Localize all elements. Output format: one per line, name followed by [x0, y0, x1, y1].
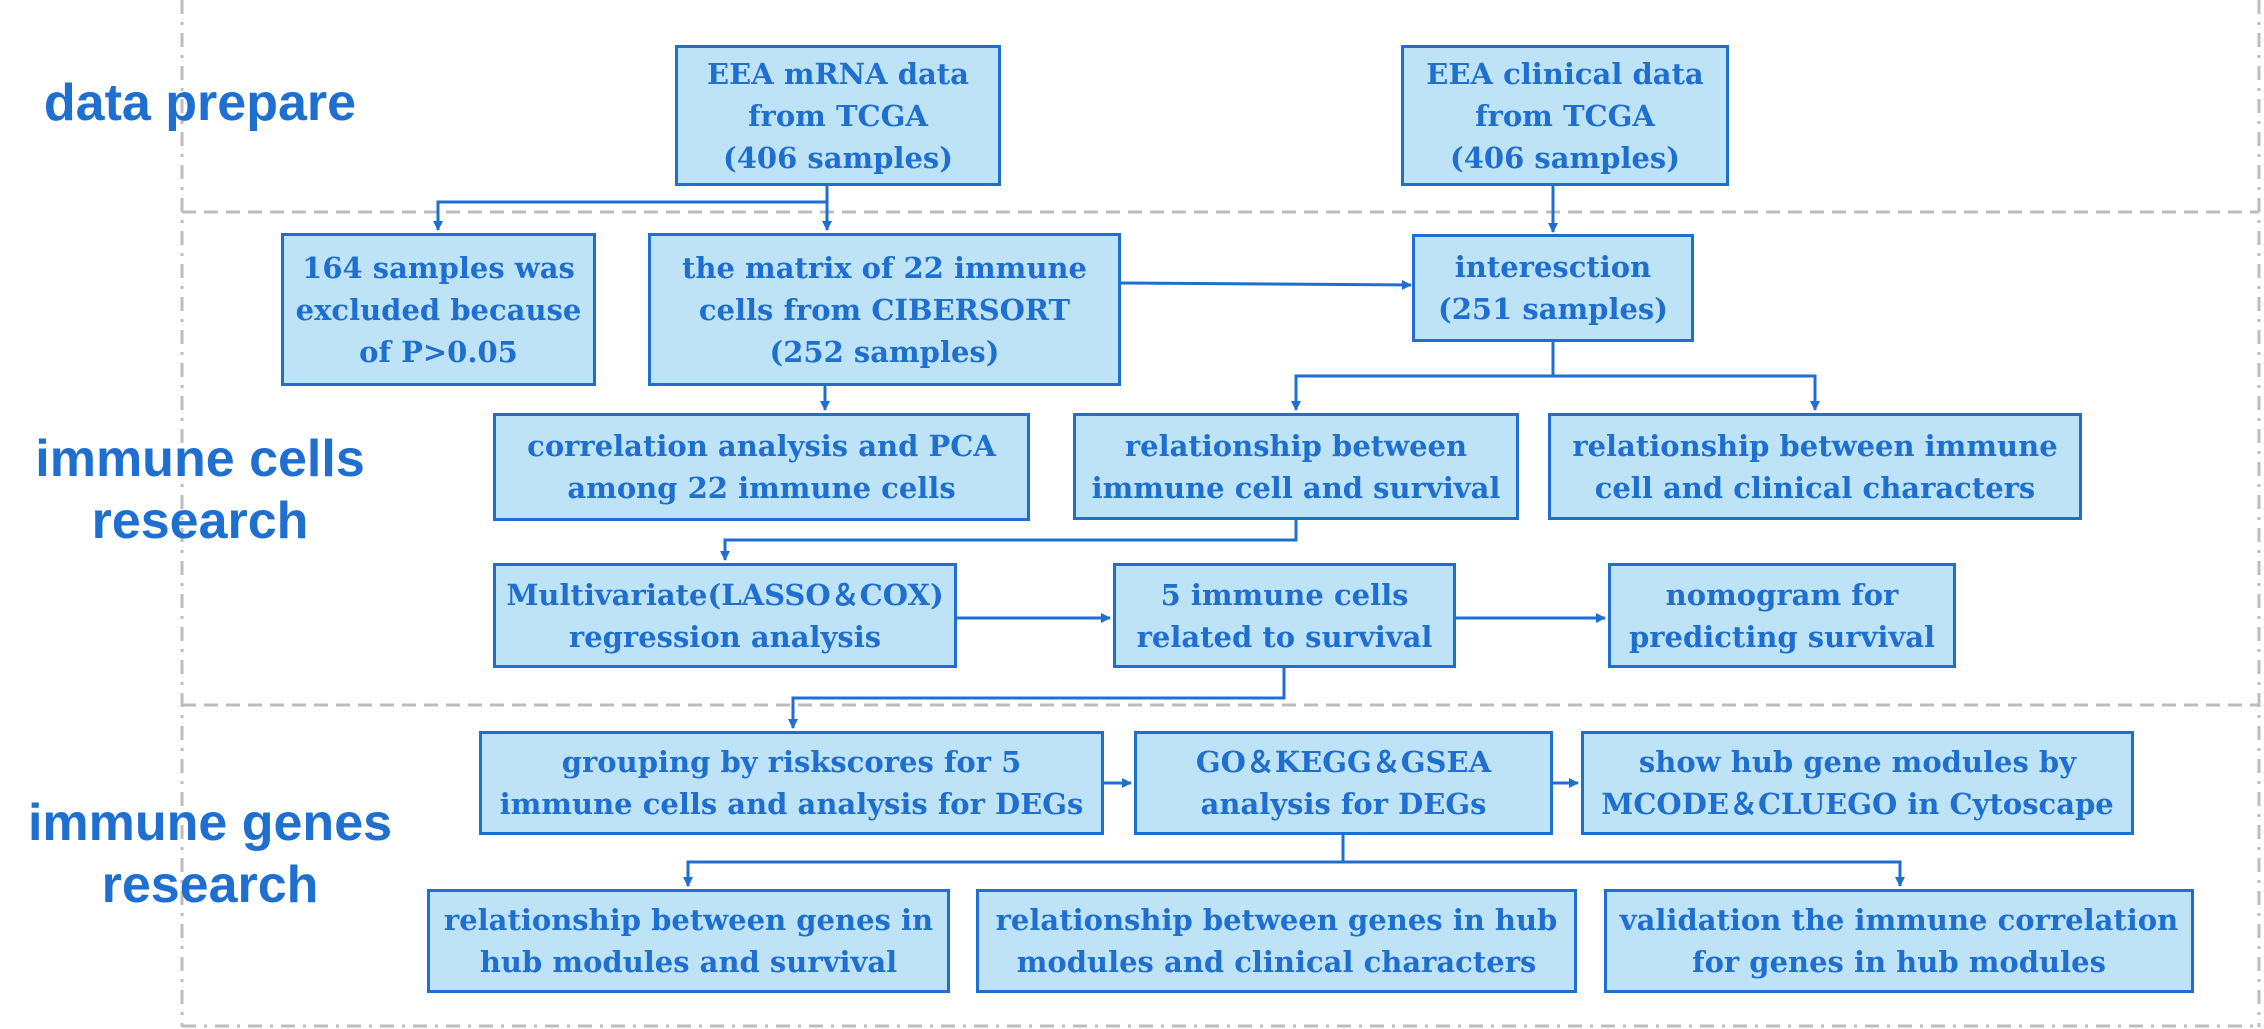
node-mrna-data: EEA mRNA data from TCGA (406 samples)	[675, 45, 1001, 186]
node-intersection: interesction (251 samples)	[1412, 234, 1694, 342]
node-genes-survival-label: relationship between genes in hub module…	[443, 903, 934, 979]
connector-rel-survival-to-multivariate	[720, 520, 1298, 561]
section-label-immune-cells: immune cells research	[35, 430, 365, 550]
connector-intersection-to-rel-survival	[1291, 342, 1555, 411]
section-frames	[180, 0, 2261, 1028]
node-five-immune-cells: 5 immune cells related to survival	[1113, 563, 1456, 668]
node-relationship-immune-clinical: relationship between immune cell and cli…	[1548, 413, 2082, 520]
node-clinical-data-label: EEA clinical data from TCGA (406 samples…	[1426, 56, 1704, 175]
connectors	[433, 186, 1905, 887]
connector-intersection-to-rel-clinical	[1553, 374, 1820, 411]
node-correlation-pca: correlation analysis and PCA among 22 im…	[493, 413, 1030, 521]
node-genes-survival: relationship between genes in hub module…	[427, 889, 950, 993]
node-correlation-pca-label: correlation analysis and PCA among 22 im…	[527, 429, 996, 505]
node-genes-clinical-label: relationship between genes in hub module…	[995, 903, 1558, 979]
node-excluded-samples-label: 164 samples was excluded because of P>0.…	[295, 250, 582, 369]
connector-go-kegg-to-validation	[1343, 860, 1905, 887]
node-relationship-immune-survival: relationship between immune cell and sur…	[1073, 413, 1519, 520]
node-cibersort-matrix: the matrix of 22 immune cells from CIBER…	[648, 233, 1121, 386]
node-excluded-samples: 164 samples was excluded because of P>0.…	[281, 233, 596, 386]
node-nomogram: nomogram for predicting survival	[1608, 563, 1956, 668]
node-hub-gene-modules-label: show hub gene modules by MCODE＆CLUEGO in…	[1601, 745, 2114, 821]
node-grouping-riskscores-label: grouping by riskscores for 5 immune cell…	[499, 745, 1084, 821]
connector-five-cells-to-grouping	[788, 668, 1286, 729]
node-hub-gene-modules: show hub gene modules by MCODE＆CLUEGO in…	[1581, 731, 2134, 835]
node-go-kegg-gsea: GO＆KEGG＆GSEA analysis for DEGs	[1134, 731, 1553, 835]
node-grouping-riskscores: grouping by riskscores for 5 immune cell…	[479, 731, 1104, 835]
node-relationship-immune-survival-label: relationship between immune cell and sur…	[1091, 428, 1501, 505]
connector-matrix-to-intersection	[1119, 279, 1412, 290]
node-five-immune-cells-label: 5 immune cells related to survival	[1136, 577, 1433, 654]
node-validation-immune-correlation: validation the immune correlation for ge…	[1604, 889, 2194, 993]
connector-mrna-to-excluded	[433, 186, 829, 231]
node-cibersort-matrix-label: the matrix of 22 immune cells from CIBER…	[682, 250, 1087, 369]
connector-go-kegg-to-genes-survival	[683, 835, 1345, 887]
node-intersection-label: interesction (251 samples)	[1438, 250, 1668, 326]
section-label-immune-genes: immune genes research	[27, 794, 393, 914]
node-nomogram-label: nomogram for predicting survival	[1628, 577, 1936, 654]
node-validation-immune-correlation-label: validation the immune correlation for ge…	[1619, 903, 2179, 979]
node-multivariate-regression: Multivariate(LASSO＆COX) regression analy…	[493, 563, 957, 668]
node-clinical-data: EEA clinical data from TCGA (406 samples…	[1401, 45, 1729, 186]
node-go-kegg-gsea-label: GO＆KEGG＆GSEA analysis for DEGs	[1195, 745, 1492, 821]
node-relationship-immune-clinical-label: relationship between immune cell and cli…	[1572, 428, 2058, 505]
node-mrna-data-label: EEA mRNA data from TCGA (406 samples)	[707, 56, 969, 175]
node-multivariate-regression-label: Multivariate(LASSO＆COX) regression analy…	[506, 577, 944, 654]
node-genes-clinical: relationship between genes in hub module…	[976, 889, 1577, 993]
section-label-data-prepare: data prepare	[43, 74, 357, 132]
